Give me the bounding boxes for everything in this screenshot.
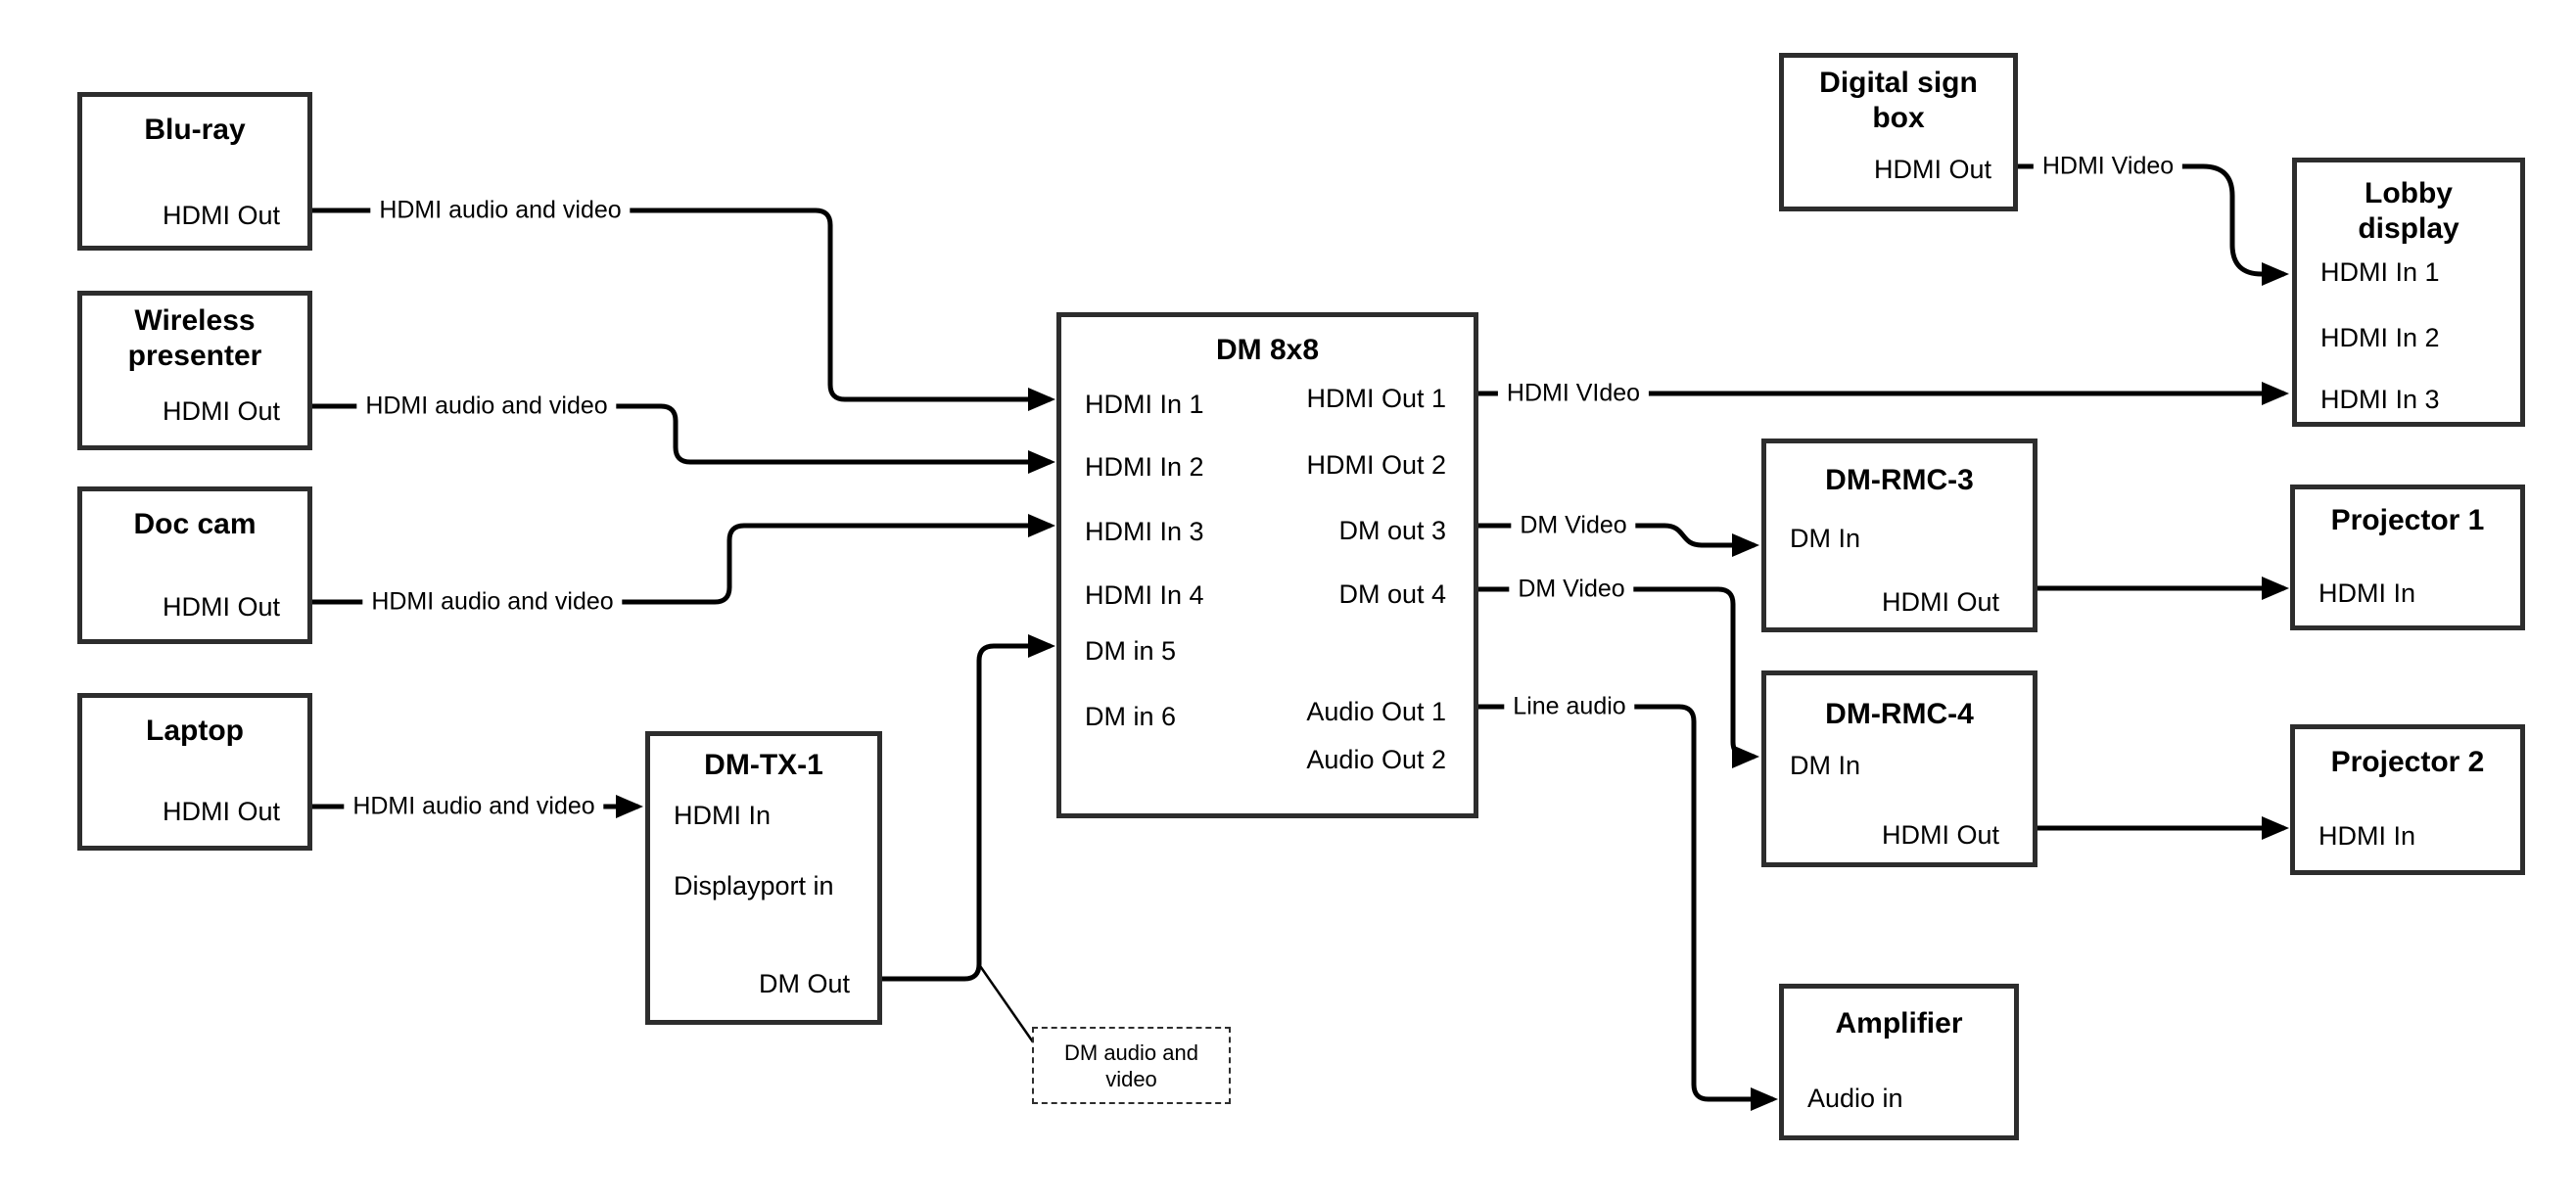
node-title: presenter <box>127 340 262 372</box>
node-title: Lobby <box>2365 177 2453 209</box>
port-hdmi-in-1: HDMI In 1 <box>2320 257 2440 287</box>
edge-label: DM Video <box>1511 511 1636 540</box>
node-title: Blu-ray <box>144 114 246 146</box>
port-hdmi-out: HDMI Out <box>1873 155 1991 184</box>
node-wireless-presenter: Wireless presenter HDMI Out <box>77 291 312 450</box>
node-doc-cam: Doc cam HDMI Out <box>77 486 312 644</box>
node-amplifier: Amplifier Audio in <box>1779 984 2019 1140</box>
edge-label: HDMI VIdeo <box>1497 379 1650 408</box>
port-hdmi-in-2: HDMI In 2 <box>2320 323 2440 352</box>
port-dm-in: DM In <box>1790 524 1861 553</box>
edge-label: HDMI audio and video <box>356 392 617 421</box>
port-hdmi-out: HDMI Out <box>162 396 280 426</box>
edge-dm-out-4-to-rmc4 <box>1478 586 1759 768</box>
port-hdmi-in-1: HDMI In 1 <box>1085 390 1204 419</box>
node-title: display <box>2358 212 2459 245</box>
node-dm-8x8: DM 8x8 HDMI In 1 HDMI In 2 HDMI In 3 HDM… <box>1056 312 1478 818</box>
port-hdmi-in-3: HDMI In 3 <box>1085 517 1204 546</box>
callout-text-line: video <box>1105 1066 1157 1091</box>
node-projector-1: Projector 1 HDMI In <box>2290 485 2525 630</box>
port-hdmi-in: HDMI In <box>2318 821 2416 851</box>
node-title: Wireless <box>134 304 256 337</box>
port-dm-out: DM Out <box>758 969 850 998</box>
node-projector-2: Projector 2 HDMI In <box>2290 724 2525 875</box>
node-dm-tx-1: DM-TX-1 HDMI In Displayport in DM Out <box>645 731 882 1025</box>
edge-label: Line audio <box>1504 692 1635 721</box>
node-title: Projector 2 <box>2330 746 2485 778</box>
node-title: Digital sign <box>1819 67 1978 99</box>
node-laptop: Laptop HDMI Out <box>77 693 312 851</box>
port-audio-out-2: Audio Out 2 <box>1306 745 1446 774</box>
port-audio-in: Audio in <box>1807 1084 1903 1113</box>
port-dm-in-5: DM in 5 <box>1085 636 1177 666</box>
port-hdmi-in-3: HDMI In 3 <box>2320 385 2440 414</box>
callout-leader-line <box>976 962 1036 1044</box>
node-dm-rmc-4: DM-RMC-4 DM In HDMI Out <box>1761 670 2037 867</box>
node-lobby-display: Lobby display HDMI In 1 HDMI In 2 HDMI I… <box>2292 158 2525 427</box>
edge-dmtx1-to-dm8x8 <box>882 634 1055 982</box>
port-displayport-in: Displayport in <box>674 871 834 901</box>
port-dm-in-6: DM in 6 <box>1085 702 1177 731</box>
port-hdmi-out-1: HDMI Out 1 <box>1306 384 1446 413</box>
callout-dm-audio-and-video: DM audio and video <box>1032 1027 1231 1104</box>
node-title: Projector 1 <box>2330 504 2485 536</box>
port-hdmi-in: HDMI In <box>674 801 772 830</box>
callout-text-line: DM audio and <box>1064 1039 1198 1065</box>
port-dm-in: DM In <box>1790 751 1861 780</box>
port-hdmi-out: HDMI Out <box>162 797 280 826</box>
port-hdmi-out: HDMI Out <box>1881 587 1999 617</box>
node-title: Doc cam <box>133 508 257 540</box>
port-hdmi-out: HDMI Out <box>1881 820 1999 850</box>
edge-bluray-to-dm8x8 <box>312 208 1055 411</box>
port-hdmi-out: HDMI Out <box>162 592 280 622</box>
port-dm-out-4: DM out 4 <box>1338 579 1446 609</box>
port-dm-out-3: DM out 3 <box>1338 516 1446 545</box>
edge-label: HDMI audio and video <box>362 587 623 617</box>
node-title: DM-TX-1 <box>704 749 823 781</box>
node-title: Laptop <box>146 715 244 747</box>
port-hdmi-in-2: HDMI In 2 <box>1085 452 1204 482</box>
node-title: DM-RMC-3 <box>1825 464 1974 496</box>
node-dm-rmc-3: DM-RMC-3 DM In HDMI Out <box>1761 439 2037 632</box>
node-title: Amplifier <box>1835 1007 1963 1039</box>
port-hdmi-out: HDMI Out <box>162 201 280 230</box>
port-hdmi-in: HDMI In <box>2318 578 2416 608</box>
port-audio-out-1: Audio Out 1 <box>1306 697 1446 726</box>
node-digital-sign-box: Digital sign box HDMI Out <box>1779 53 2018 211</box>
edge-audio-out-1-to-amplifier <box>1478 704 1778 1111</box>
port-hdmi-out-2: HDMI Out 2 <box>1306 450 1446 480</box>
node-title: DM-RMC-4 <box>1825 698 1974 730</box>
edge-label: DM Video <box>1509 575 1634 604</box>
edge-label: HDMI audio and video <box>344 792 604 821</box>
edge-label: HDMI Video <box>2033 152 2183 181</box>
port-hdmi-in-4: HDMI In 4 <box>1085 580 1204 610</box>
node-bluray: Blu-ray HDMI Out <box>77 92 312 251</box>
node-title: DM 8x8 <box>1215 334 1320 366</box>
edge-signbox-to-lobby <box>2018 163 2289 286</box>
node-title: box <box>1872 102 1925 134</box>
edge-label: HDMI audio and video <box>370 196 631 225</box>
